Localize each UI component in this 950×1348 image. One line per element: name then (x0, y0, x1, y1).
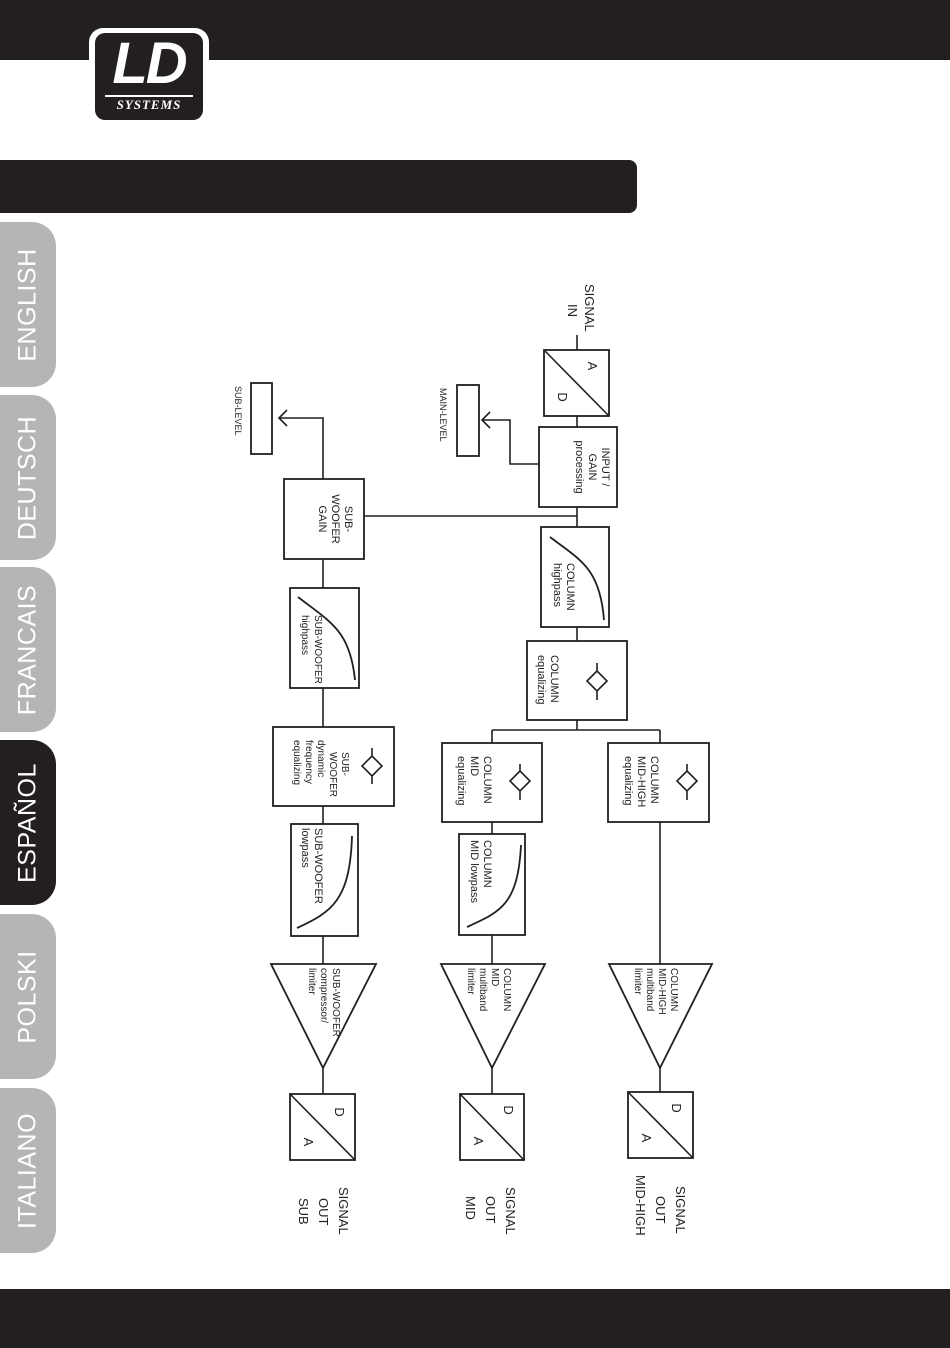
logo-main-text: LD (112, 31, 187, 96)
signal-out-midhigh-label: SIGNAL OUT MID-HIGH (633, 1175, 688, 1236)
column-mid-limiter-line-1: COLUMN (501, 968, 512, 1011)
column-mid-eq-line-3: equalizing (455, 756, 467, 806)
subwoofer-highpass-line-2: highpass (299, 615, 310, 655)
tab-english[interactable]: ENGLISH (0, 222, 56, 387)
adc-converter: A D (543, 349, 610, 417)
column-midhigh-limiter-line-2: MID-HIGH (656, 968, 667, 1015)
subwoofer-lowpass-line-1: SUB-WOOFER (312, 828, 324, 904)
signal-in-line-1: SIGNAL (582, 284, 597, 332)
column-mid-limiter: COLUMN MID multiband limiter (439, 963, 547, 1071)
subwoofer-gain-line-1: SUB- (342, 506, 354, 533)
subwoofer-lowpass-line-2: lowpass (299, 828, 311, 868)
subwoofer-dyn-eq-line-2: WOOFER (327, 752, 338, 797)
column-midhigh-equalizing-block: COLUMN MID-HIGH equalizing (607, 742, 710, 823)
dac-midhigh: D A (627, 1091, 694, 1159)
subwoofer-dyn-eq-line-3: dynamic (315, 740, 326, 777)
column-mid-limiter-line-2: MID (489, 968, 500, 986)
out-sub-line-3: SUB (296, 1198, 311, 1225)
subwoofer-highpass-line-1: SUB-WOOFER (312, 615, 323, 684)
dac-sub-label-bottom: A (301, 1138, 316, 1147)
column-midhigh-limiter: COLUMN MID-HIGH multiband limiter (607, 963, 714, 1071)
subwoofer-highpass-block: SUB-WOOFER highpass (289, 587, 360, 689)
tab-polski[interactable]: POLSKI (0, 914, 56, 1079)
sub-level-label: SUB-LEVEL (233, 386, 243, 436)
subwoofer-dynamic-eq-block: SUB- WOOFER dynamic frequency equalizing (272, 726, 395, 807)
signal-out-sub-label: SIGNAL OUT SUB (296, 1187, 351, 1235)
input-gain-line-1: INPUT / (599, 448, 611, 488)
column-midhigh-limiter-line-4: limiter (632, 968, 643, 995)
tab-francais[interactable]: FRANCAIS (0, 567, 56, 732)
input-gain-line-3: processing (573, 440, 585, 493)
column-midhigh-eq-line-3: equalizing (622, 756, 634, 806)
section-header-bar (0, 160, 637, 213)
subwoofer-lowpass-block: SUB-WOOFER lowpass (290, 823, 359, 937)
column-highpass-line-1: COLUMN (564, 563, 576, 611)
column-highpass-line-2: highpass (551, 563, 563, 608)
main-level-block: MAIN-LEVEL (438, 384, 480, 457)
subwoofer-gain-block: SUB- WOOFER GAIN (283, 478, 365, 560)
dac-mid: D A (459, 1093, 525, 1161)
subwoofer-comp-line-1: SUB-WOOFER (330, 968, 341, 1037)
subwoofer-comp-line-2: compressor/ (318, 968, 329, 1023)
column-mid-lowpass-block: COLUMN MID lowpass (458, 833, 526, 936)
bottom-bar (0, 1289, 950, 1348)
column-mid-limiter-line-3: multiband (477, 968, 488, 1011)
dac-mid-label-bottom: A (471, 1137, 486, 1146)
dac-sub: D A (289, 1093, 356, 1161)
column-mid-equalizing-block: COLUMN MID equalizing (441, 742, 543, 823)
dac-mid-label-top: D (501, 1105, 516, 1114)
column-highpass-block: COLUMN highpass (540, 526, 610, 628)
column-midhigh-eq-line-2: MID-HIGH (635, 756, 647, 807)
column-midhigh-eq-line-1: COLUMN (648, 756, 660, 804)
input-gain-block: INPUT / GAIN processing (538, 426, 618, 508)
column-mid-lowpass-line-1: COLUMN (481, 840, 493, 888)
column-mid-lowpass-line-2: MID lowpass (468, 840, 480, 903)
subwoofer-gain-line-3: GAIN (316, 506, 328, 533)
out-sub-line-2: OUT (316, 1198, 331, 1226)
column-equalizing-line-1: COLUMN (548, 655, 560, 703)
subwoofer-dyn-eq-line-4: frequency (303, 740, 314, 784)
column-midhigh-limiter-line-1: COLUMN (668, 968, 679, 1011)
dac-midhigh-label-top: D (669, 1103, 684, 1112)
out-mid-line-3: MID (463, 1196, 478, 1220)
subwoofer-dyn-eq-line-1: SUB- (339, 752, 350, 776)
adc-label-bottom: D (555, 392, 570, 401)
tab-italiano[interactable]: ITALIANO (0, 1088, 56, 1253)
ld-systems-logo: LD SYSTEMS (89, 28, 209, 125)
signal-out-mid-label: SIGNAL OUT MID (463, 1187, 518, 1235)
out-midhigh-line-2: OUT (653, 1196, 668, 1224)
out-mid-line-1: SIGNAL (503, 1187, 518, 1235)
out-sub-line-1: SIGNAL (336, 1187, 351, 1235)
column-equalizing-block: COLUMN equalizing (526, 640, 628, 721)
main-level-label: MAIN-LEVEL (438, 388, 448, 442)
out-midhigh-line-3: MID-HIGH (633, 1175, 648, 1236)
subwoofer-comp-line-3: limiter (306, 968, 317, 995)
tab-deutsch[interactable]: DEUTSCH (0, 395, 56, 560)
signal-in-label: SIGNAL IN (565, 284, 597, 332)
subwoofer-compressor-limiter: SUB-WOOFER compressor/ limiter (269, 963, 378, 1070)
signal-in-line-2: IN (565, 304, 580, 317)
subwoofer-gain-line-2: WOOFER (329, 494, 341, 544)
input-gain-line-2: GAIN (586, 454, 598, 481)
column-equalizing-line-2: equalizing (535, 655, 547, 705)
column-midhigh-limiter-line-3: multiband (644, 968, 655, 1011)
column-mid-eq-line-1: COLUMN (481, 756, 493, 804)
connection-lines (277, 335, 661, 1094)
out-midhigh-line-1: SIGNAL (673, 1186, 688, 1234)
subwoofer-dyn-eq-line-5: equalizing (291, 740, 302, 785)
sub-level-block: SUB-LEVEL (233, 382, 273, 455)
tab-espanol[interactable]: ESPAÑOL (0, 740, 56, 905)
out-mid-line-2: OUT (483, 1196, 498, 1224)
dac-midhigh-label-bottom: A (639, 1134, 654, 1143)
column-mid-eq-line-2: MID (468, 756, 480, 776)
adc-label-top: A (585, 362, 600, 371)
dac-sub-label-top: D (332, 1107, 347, 1116)
logo-sub-text: SYSTEMS (105, 95, 193, 113)
column-mid-limiter-line-4: limiter (465, 968, 476, 995)
